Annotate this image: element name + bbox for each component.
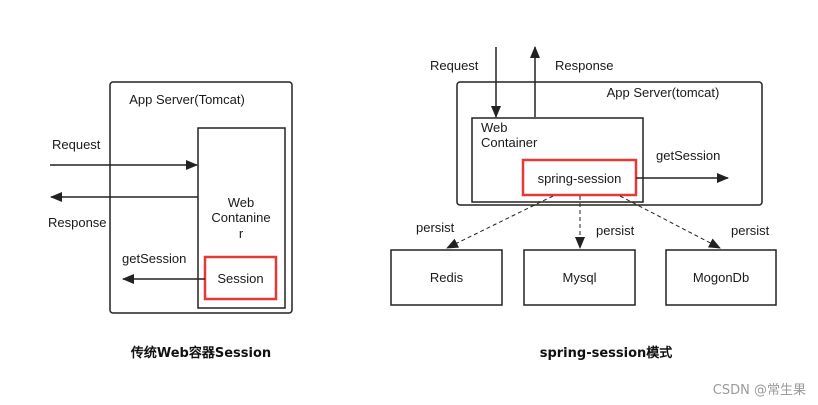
spring-session-label: spring-session — [538, 171, 622, 186]
request-label: Request — [52, 137, 101, 152]
web-container-label-line2: Contanine — [211, 210, 270, 225]
redis-box — [390, 249, 503, 306]
right-web-container-box — [471, 117, 644, 203]
right-getsession-label: getSession — [656, 148, 720, 163]
persist-label-mongodb: persist — [731, 223, 770, 238]
getsession-label: getSession — [122, 251, 186, 266]
right-response-label: Response — [555, 58, 614, 73]
persist-arrow-redis — [446, 195, 554, 249]
right-app-server-label: App Server(tomcat) — [607, 85, 720, 100]
session-box — [203, 255, 278, 301]
session-label: Session — [217, 271, 263, 286]
persist-label-redis: persist — [416, 220, 455, 235]
mysql-box — [523, 249, 636, 306]
app-server-label: App Server(Tomcat) — [129, 92, 245, 107]
right-web-container-label-line1: Web — [481, 120, 508, 135]
web-container-box — [197, 127, 286, 309]
right-app-server-box — [456, 81, 763, 206]
web-container-label-line1: Web — [228, 195, 255, 210]
traditional-session-diagram: App Server(Tomcat) Web Contanine r Sessi… — [48, 81, 293, 361]
left-caption: 传统Web容器Session — [130, 345, 271, 361]
response-label: Response — [48, 215, 107, 230]
mysql-label: Mysql — [563, 270, 597, 285]
spring-session-diagram: Request Response App Server(tomcat) Web … — [390, 46, 777, 361]
right-request-label: Request — [430, 58, 479, 73]
redis-label: Redis — [430, 270, 464, 285]
persist-arrow-mongodb — [619, 195, 721, 249]
right-caption: spring-session模式 — [540, 345, 673, 361]
right-web-container-label-line2: Container — [481, 135, 538, 150]
mongodb-label: MogonDb — [693, 270, 749, 285]
mongodb-box — [665, 249, 777, 306]
watermark: CSDN @常生果 — [713, 383, 806, 398]
web-container-label-line3: r — [239, 226, 244, 241]
persist-label-mysql: persist — [596, 223, 635, 238]
